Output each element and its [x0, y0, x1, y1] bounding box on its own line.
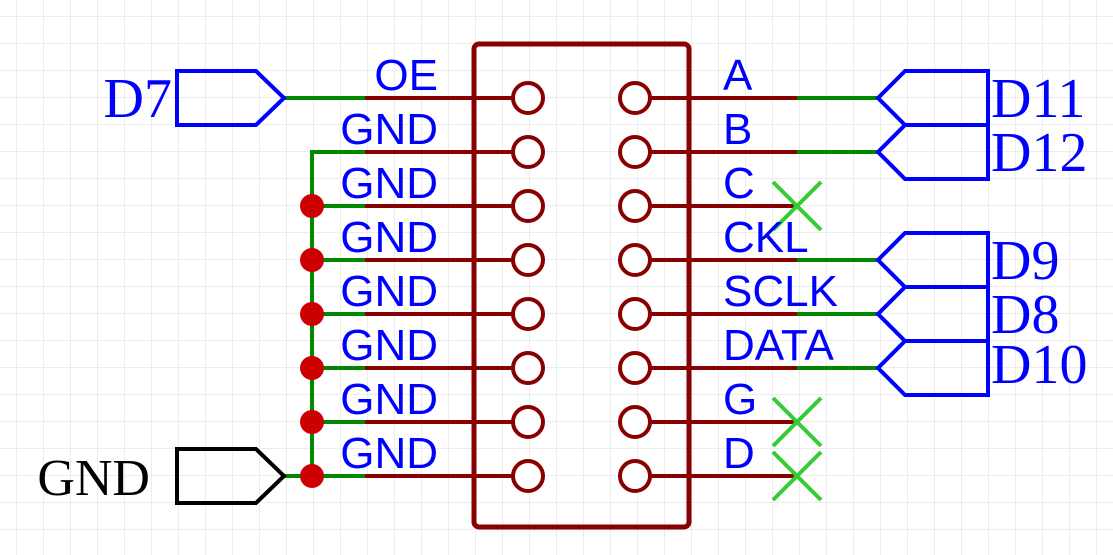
- pin-label-gnd-6: GND: [340, 375, 438, 424]
- pin-circle-right-7: [618, 405, 652, 439]
- pin-circle-right-1: [618, 81, 652, 115]
- net-label-texts: D7 GND D11 D12 D9 D8 D10: [37, 68, 1087, 507]
- pin-circle-left-3: [511, 189, 545, 223]
- net-label-d11: D11: [991, 68, 1085, 130]
- port-d8-shape: [875, 285, 990, 343]
- pin-circle-left-2: [511, 135, 545, 169]
- net-label-d8: D8: [991, 284, 1059, 346]
- pin-label-ckl: CKL: [723, 213, 809, 262]
- pin-circle-left-4: [511, 243, 545, 277]
- pin-circle-right-2: [618, 135, 652, 169]
- junction-dot: [300, 248, 324, 272]
- no-connect-markers: [771, 180, 823, 502]
- port-d11-shape: [875, 69, 990, 127]
- right-pin-wires: [651, 96, 797, 478]
- pin-circle-left-8: [511, 459, 545, 493]
- junction-dot: [300, 302, 324, 326]
- pin-circle-left-5: [511, 297, 545, 331]
- port-d10-shape: [875, 339, 990, 397]
- pin-label-d: D: [723, 429, 755, 478]
- net-label-d12: D12: [991, 122, 1087, 184]
- net-label-d7: D7: [104, 68, 172, 130]
- pin-circle-left-6: [511, 351, 545, 385]
- pin-circle-right-5: [618, 297, 652, 331]
- net-ports: [175, 69, 990, 505]
- net-label-d10: D10: [991, 334, 1087, 396]
- pin-circle-right-8: [618, 459, 652, 493]
- pin-label-gnd-2: GND: [340, 159, 438, 208]
- pin-label-gnd-1: GND: [340, 105, 438, 154]
- junction-dot: [300, 410, 324, 434]
- pin-label-g: G: [723, 375, 757, 424]
- pin-label-a: A: [723, 51, 753, 100]
- no-connect-g-icon: [771, 396, 823, 448]
- junction-dot: [300, 194, 324, 218]
- net-label-gnd: GND: [37, 450, 150, 507]
- pin-label-data: DATA: [723, 321, 834, 370]
- no-connect-d-icon: [771, 450, 823, 502]
- left-pin-wires: [365, 96, 512, 478]
- pin-label-gnd-7: GND: [340, 429, 438, 478]
- pin-label-gnd-3: GND: [340, 213, 438, 262]
- net-label-d9: D9: [991, 230, 1059, 292]
- pin-circle-left-1: [511, 81, 545, 115]
- junction-dot: [300, 464, 324, 488]
- pin-label-gnd-5: GND: [340, 321, 438, 370]
- pin-circles: [511, 81, 652, 493]
- pin-label-oe: OE: [374, 51, 438, 100]
- pin-circle-right-6: [618, 351, 652, 385]
- port-d9-shape: [875, 231, 990, 289]
- pin-circle-right-4: [618, 243, 652, 277]
- pin-label-b: B: [723, 105, 752, 154]
- no-connect-c-icon: [771, 180, 823, 232]
- left-pin-labels: OE GND GND GND GND GND GND GND: [340, 51, 438, 478]
- junction-dot: [300, 356, 324, 380]
- pin-circle-left-7: [511, 405, 545, 439]
- pin-label-c: C: [723, 159, 755, 208]
- port-d12-shape: [875, 123, 990, 181]
- pin-circle-right-3: [618, 189, 652, 223]
- port-gnd-shape: [175, 447, 287, 505]
- port-d7-shape: [175, 69, 287, 127]
- pin-label-gnd-4: GND: [340, 267, 438, 316]
- junction-dots: [300, 194, 324, 488]
- right-pin-labels: A B C CKL SCLK DATA G D: [723, 51, 838, 478]
- pin-label-sclk: SCLK: [723, 267, 838, 316]
- connector-body: [471, 41, 692, 530]
